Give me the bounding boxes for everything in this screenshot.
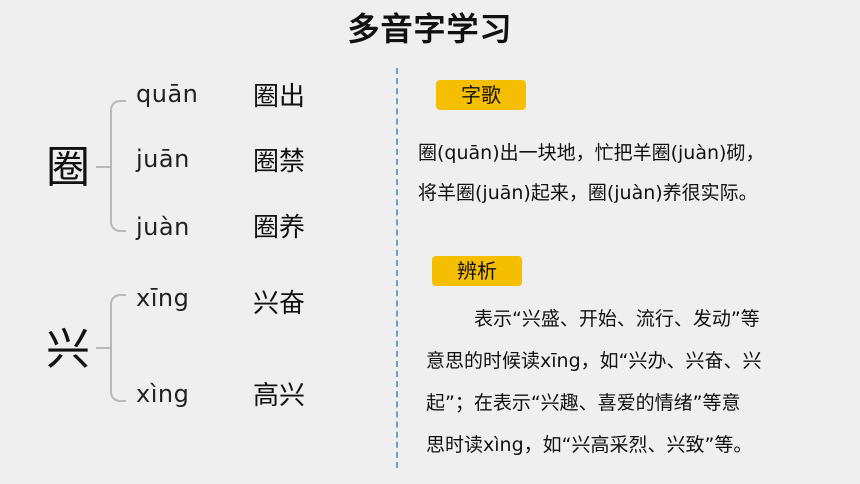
- word-gaoxing: 高兴: [253, 381, 306, 411]
- pinyin-xing4: xìng: [136, 380, 190, 408]
- bracket-tick-xing: [96, 347, 112, 349]
- pinyin-xing1: xīng: [136, 284, 190, 312]
- pinyin-quan: quān: [136, 80, 199, 108]
- analysis-line-3: 起”；在表示“兴趣、喜爱的情绪”等意: [426, 392, 741, 414]
- bracket-tick-quan: [96, 166, 112, 168]
- word-xingfen: 兴奋: [253, 289, 306, 319]
- dashed-divider: [396, 68, 398, 468]
- song-tag: 字歌: [436, 80, 526, 110]
- polyphone-char-quan: 圈: [46, 142, 90, 193]
- analysis-line-1: 表示“兴盛、开始、流行、发动”等: [474, 308, 760, 330]
- word-quanchu: 圈出: [253, 82, 306, 112]
- song-line-2: 将羊圈(juān)起来，圈(juàn)养很实际。: [418, 182, 758, 204]
- bracket-quan: [110, 100, 126, 232]
- analysis-line-4: 思时读xìng，如“兴高采烈、兴致”等。: [426, 434, 753, 456]
- page-title: 多音字学习: [347, 10, 513, 48]
- pinyin-juan4: juàn: [136, 213, 190, 241]
- analysis-line-2: 意思的时候读xīng，如“兴办、兴奋、兴: [426, 350, 762, 372]
- word-juanjin: 圈禁: [253, 147, 306, 177]
- analysis-tag: 辨析: [432, 256, 522, 286]
- word-juanyang: 圈养: [253, 213, 306, 243]
- song-line-1: 圈(quān)出一块地，忙把羊圈(juàn)砌，: [418, 142, 765, 164]
- bracket-xing: [110, 294, 126, 402]
- pinyin-juan1: juān: [136, 145, 190, 173]
- polyphone-char-xing: 兴: [46, 324, 90, 375]
